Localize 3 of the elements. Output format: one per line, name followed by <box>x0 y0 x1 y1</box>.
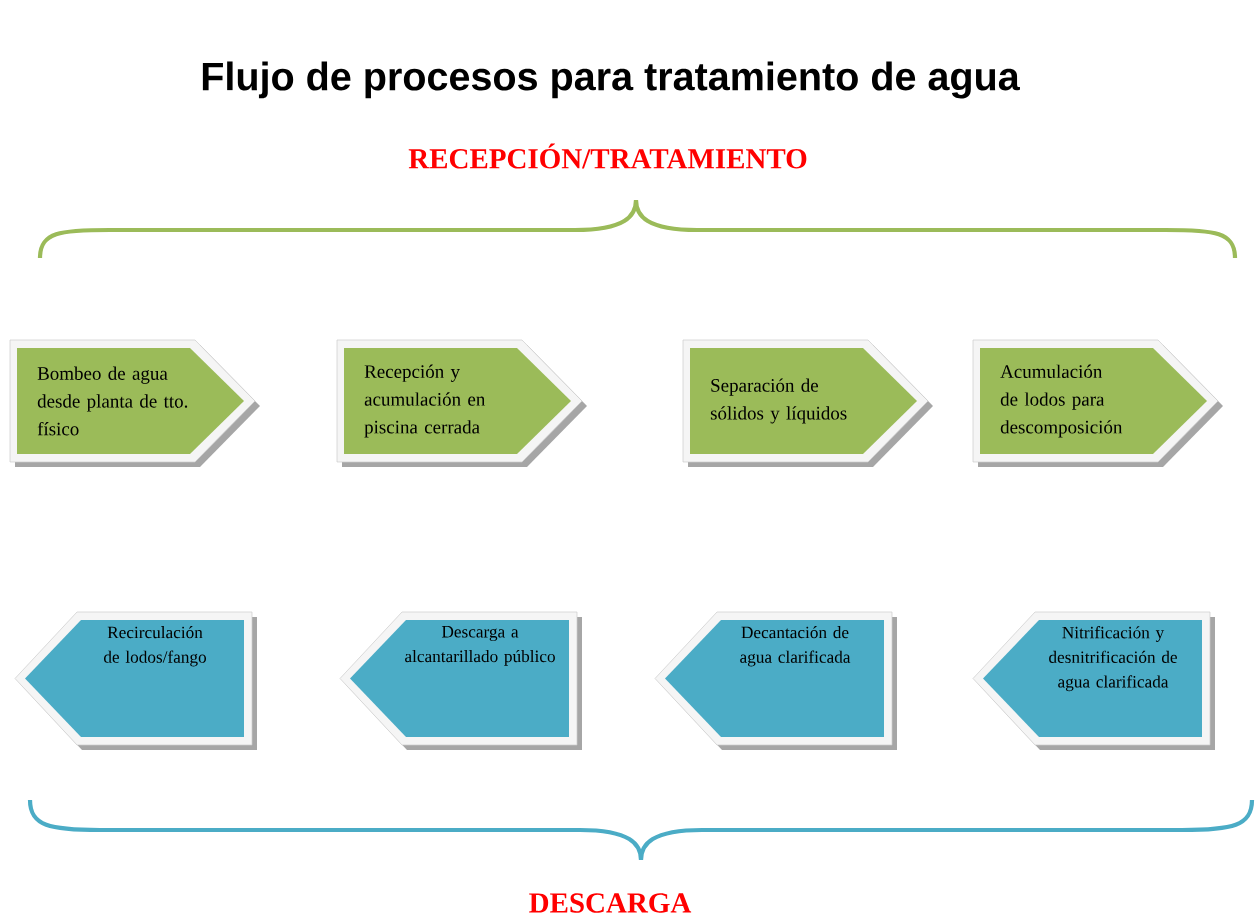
title: Flujo de procesos para tratamiento de agua <box>202 61 1020 99</box>
section-heading: DESCARGA <box>529 893 692 913</box>
section-heading: RECEPCIÓN/TRATAMIENTO <box>408 143 807 169</box>
